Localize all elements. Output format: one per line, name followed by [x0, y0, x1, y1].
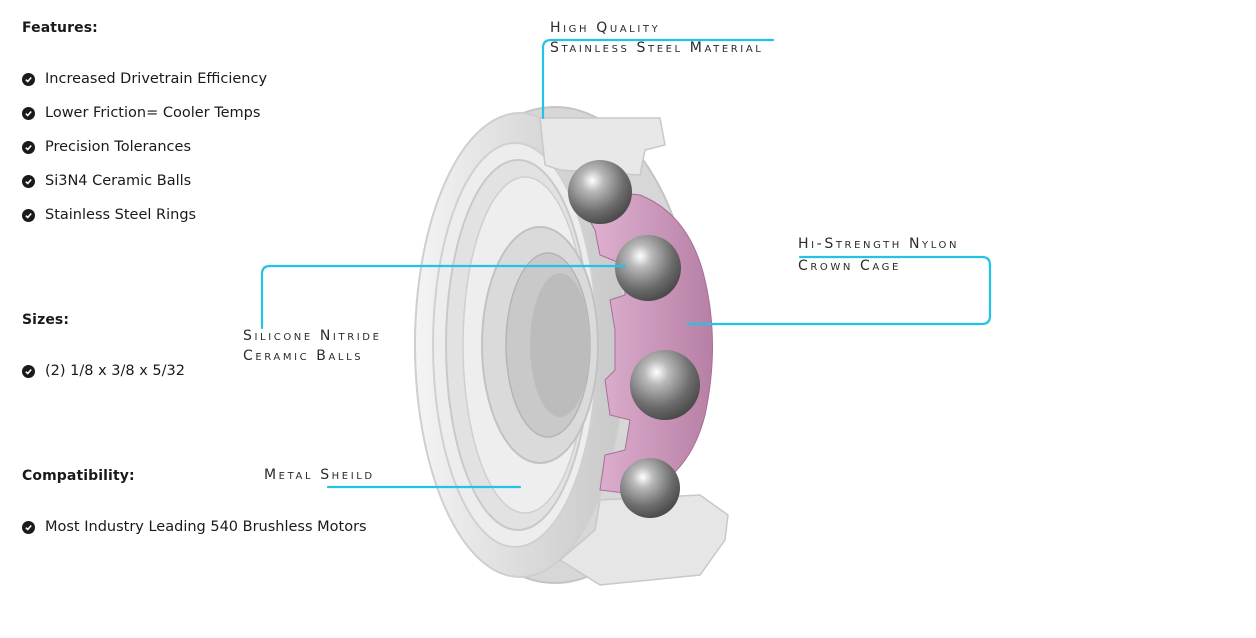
check-circle-icon [22, 140, 35, 154]
check-circle-icon [22, 208, 35, 222]
callout-steel-line1: High Quality [550, 20, 661, 36]
feature-label: Si3N4 Ceramic Balls [45, 173, 192, 189]
callout-shield-line1: Metal Sheild [264, 467, 375, 483]
outer-ring-section-top [539, 117, 666, 176]
inner-ring [481, 226, 599, 464]
callout-balls-line2: Ceramic Balls [243, 348, 364, 364]
callout-balls-line1: Silicone Nitride [243, 328, 382, 344]
ceramic-balls [568, 160, 700, 518]
compatibility-label: Most Industry Leading 540 Brushless Moto… [45, 519, 367, 535]
callout-steel: High Quality Stainless Steel Material [550, 18, 763, 58]
feature-item: Increased Drivetrain Efficiency [22, 71, 267, 87]
sizes-heading: Sizes: [22, 312, 70, 328]
feature-item: Lower Friction= Cooler Temps [22, 105, 260, 121]
leader-balls [260, 264, 627, 330]
feature-item: Si3N4 Ceramic Balls [22, 173, 191, 189]
check-circle-icon [22, 364, 35, 378]
callout-cage-line1: Hi-Strength Nylon [798, 236, 960, 252]
check-circle-icon [22, 106, 35, 120]
leader-steel [541, 38, 775, 120]
ball [615, 235, 681, 301]
callout-lines [260, 38, 992, 489]
feature-label: Stainless Steel Rings [45, 207, 197, 223]
features-heading: Features: [22, 20, 98, 36]
check-circle-icon [22, 174, 35, 188]
feature-label: Lower Friction= Cooler Temps [45, 105, 261, 121]
callout-steel-line2: Stainless Steel Material [550, 40, 764, 56]
leader-cage [686, 255, 992, 326]
size-label: (2) 1/8 x 3/8 x 5/32 [45, 363, 185, 379]
feature-item: Precision Tolerances [22, 139, 191, 155]
callout-cage-line2: Crown Cage [798, 258, 901, 274]
size-item: (2) 1/8 x 3/8 x 5/32 [22, 363, 185, 379]
feature-label: Increased Drivetrain Efficiency [45, 71, 268, 87]
compatibility-heading: Compatibility: [22, 468, 135, 484]
ball [630, 350, 700, 420]
outer-ring-section-bottom [558, 494, 729, 586]
feature-item: Stainless Steel Rings [22, 207, 196, 223]
ball [620, 458, 680, 518]
ball [568, 160, 632, 224]
feature-label: Precision Tolerances [45, 139, 192, 155]
callout-balls: Silicone Nitride Ceramic Balls [243, 326, 382, 366]
callout-shield: Metal Sheild [264, 465, 375, 485]
callout-cage: Hi-Strength Nylon Crown Cage [798, 234, 959, 276]
check-circle-icon [22, 520, 35, 534]
check-circle-icon [22, 72, 35, 86]
compatibility-item: Most Industry Leading 540 Brushless Moto… [22, 519, 367, 535]
